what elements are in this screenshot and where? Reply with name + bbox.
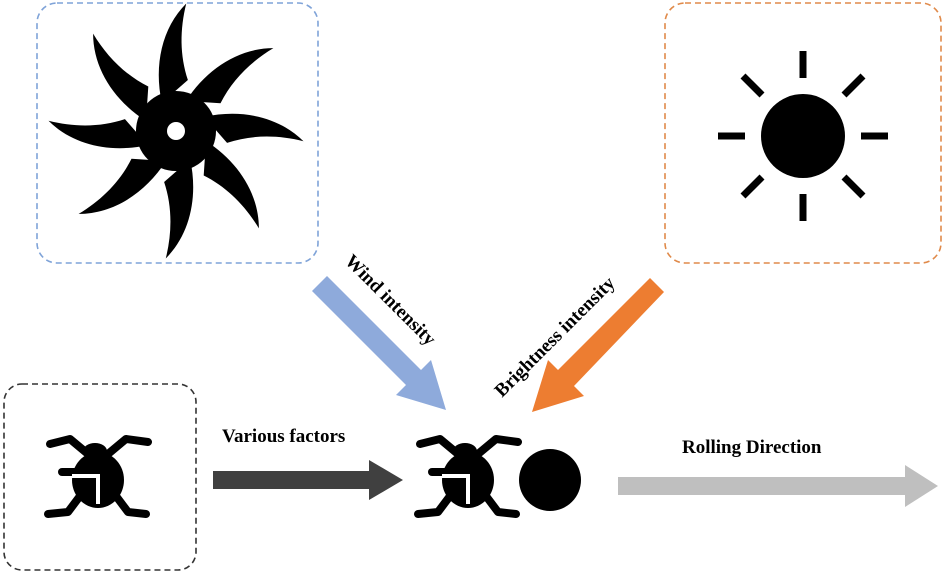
sun-factor-box <box>664 2 942 264</box>
whirlwind-icon <box>48 3 304 259</box>
beetle-box <box>3 383 197 571</box>
rolling-direction-label: Rolling Direction <box>682 437 822 458</box>
dung-beetle-icon <box>48 439 148 514</box>
various-factors-label: Various factors <box>222 426 345 447</box>
factors-arrow <box>213 460 403 500</box>
sun-icon <box>718 51 888 221</box>
wind-intensity-label: Wind intensity <box>340 251 440 351</box>
brightness-arrow <box>532 278 664 412</box>
dung-ball <box>519 449 581 511</box>
rolling-direction-arrow <box>618 465 938 507</box>
dung-beetle-rolling-ball-icon <box>418 439 581 514</box>
wind-factor-box <box>36 2 319 264</box>
wind-arrow <box>312 276 446 410</box>
